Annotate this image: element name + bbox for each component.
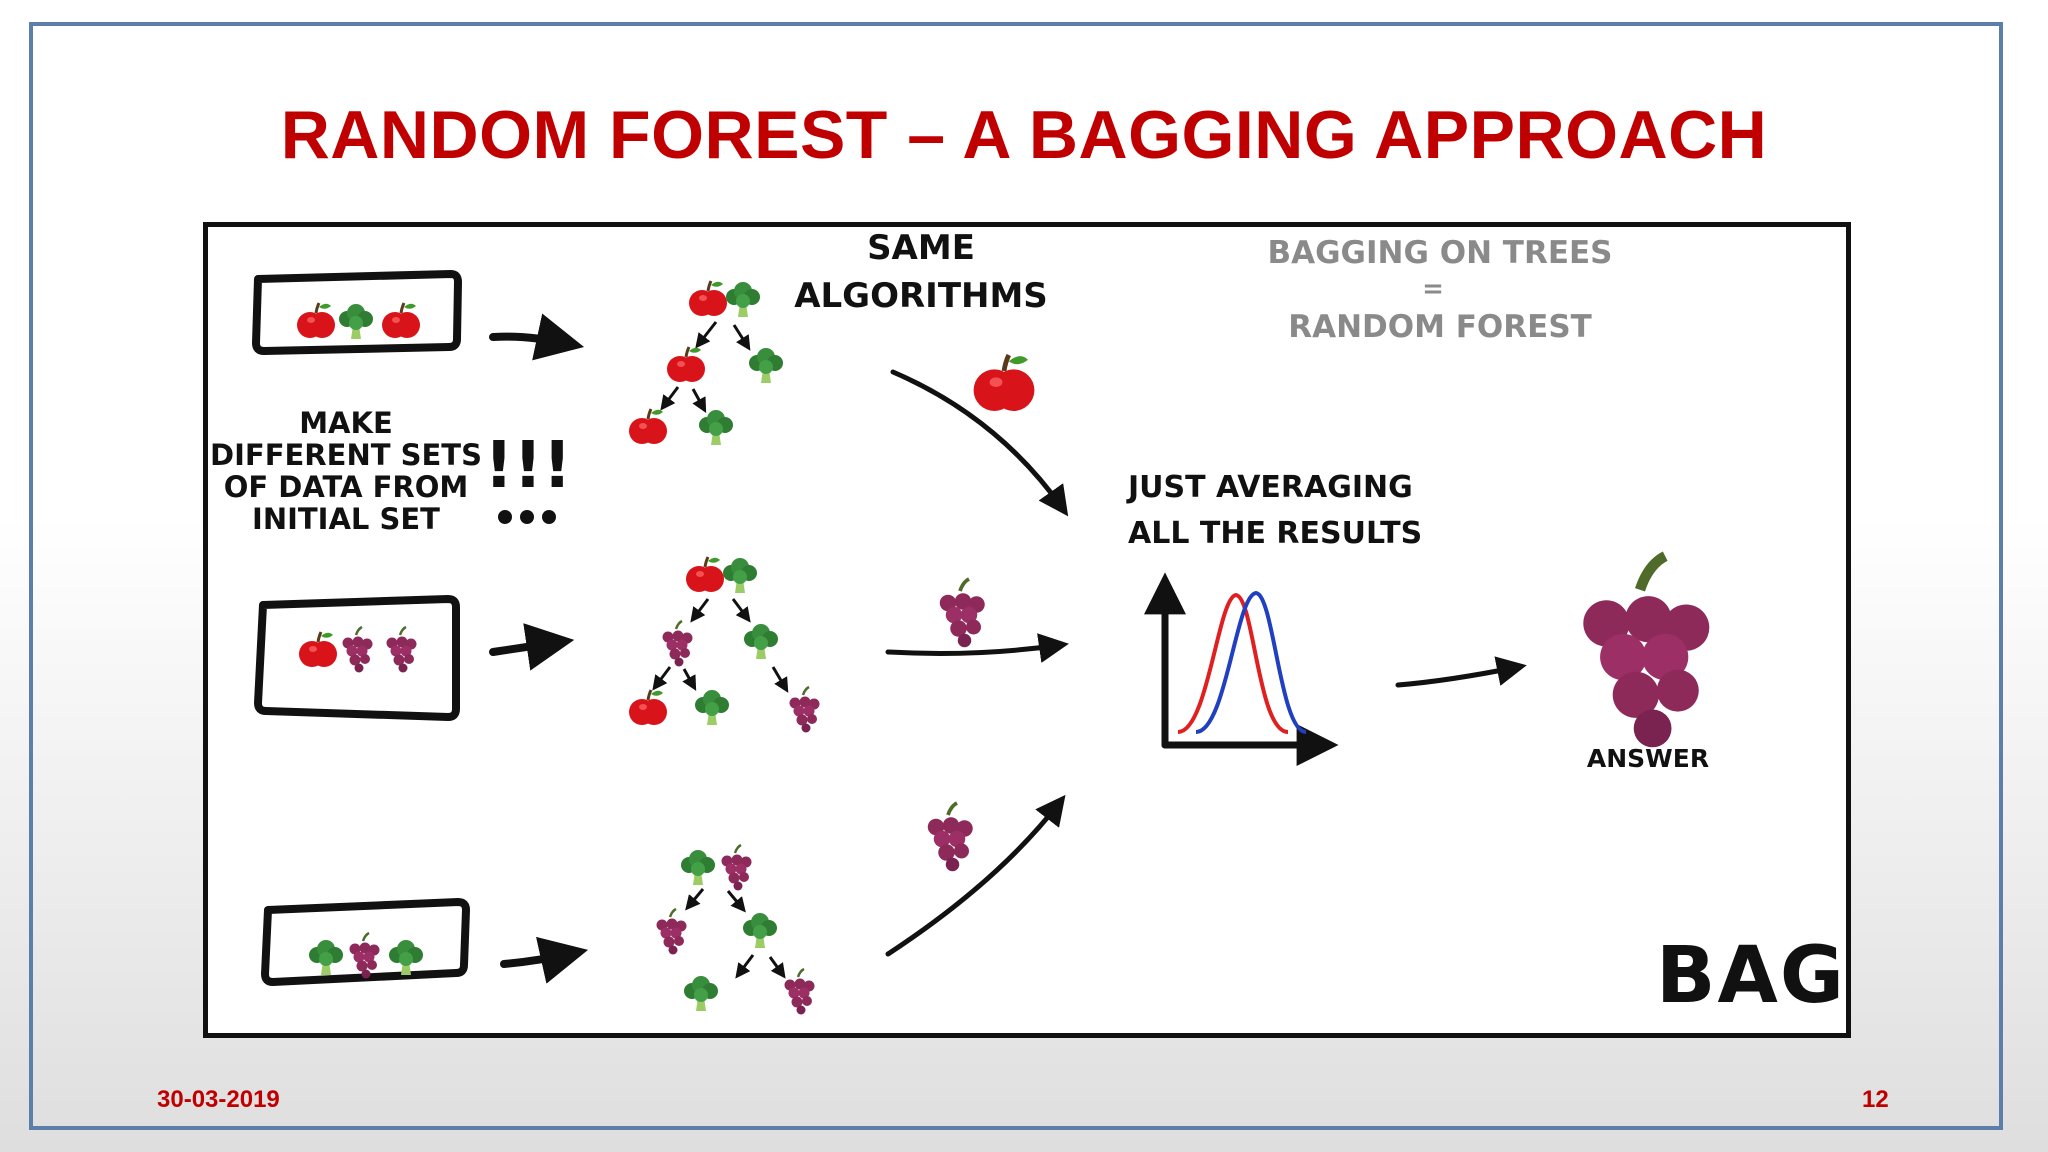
arrow-to-answer: [1395, 656, 1527, 688]
make-sets-line-2: DIFFERENT SETS: [210, 438, 482, 472]
blue-curve: [1195, 590, 1307, 734]
broccoli-icon: [695, 690, 729, 725]
grapes-icon: [937, 577, 987, 650]
same-algorithms-line-2: ALGORITHMS: [794, 276, 1048, 316]
slide-date: 30-03-2019: [157, 1086, 280, 1113]
grapes-icon: [783, 967, 816, 1016]
broccoli-icon: [389, 940, 423, 975]
dataset-box-3: [261, 898, 470, 986]
arrow-to-tree-2: [489, 623, 575, 671]
grapes-icon: [1583, 556, 1709, 747]
arrow-to-average-1: [890, 369, 1069, 517]
broccoli-icon: [726, 282, 760, 317]
arrow-to-average-3: [885, 794, 1066, 957]
apple-icon: [684, 555, 726, 594]
grapes-icon: [655, 907, 688, 956]
grapes-icon: [720, 843, 753, 892]
apple-icon: [665, 345, 707, 384]
make-sets-line-1: MAKE: [299, 406, 393, 440]
averaging-plot: [1144, 572, 1339, 766]
averaging-line-1: JUST AVERAGING: [1126, 470, 1413, 505]
dataset-box-2: [254, 595, 460, 721]
same-algorithms-line-1: SAME: [867, 228, 975, 268]
apple-icon: [627, 407, 669, 446]
make-sets-line-4: INITIAL SET: [252, 502, 440, 536]
apple-icon: [974, 355, 1035, 411]
dataset-box-1: [252, 270, 462, 355]
broccoli-icon: [339, 304, 373, 339]
grapes-icon: [341, 625, 374, 674]
broccoli-icon: [699, 410, 733, 445]
broccoli-icon: [743, 913, 777, 948]
apple-icon: [380, 301, 422, 340]
broccoli-icon: [684, 976, 718, 1011]
grapes-icon: [661, 619, 694, 668]
decision-tree-1: [627, 279, 783, 446]
arrow-to-average-2: [885, 633, 1069, 663]
broccoli-icon: [723, 558, 757, 593]
answer-label: ANSWER: [1587, 744, 1709, 773]
broccoli-icon: [744, 624, 778, 659]
apple-icon: [687, 279, 729, 318]
decision-tree-3: [655, 843, 816, 1016]
grapes-icon: [385, 625, 418, 674]
random-forest-label: RANDOM FOREST: [1288, 309, 1592, 345]
arrow-to-tree-3: [500, 936, 589, 984]
slide-number: 12: [1862, 1086, 1889, 1113]
red-curve: [1177, 592, 1289, 734]
slide-title: RANDOM FOREST – A BAGGING APPROACH: [280, 97, 1768, 173]
bagging-on-trees-line-1: BAGGING ON TREES: [1267, 235, 1612, 271]
broccoli-icon: [749, 348, 783, 383]
decision-tree-2: [627, 555, 821, 734]
apple-icon: [297, 630, 339, 669]
averaging-line-2: ALL THE RESULTS: [1128, 516, 1422, 551]
make-sets-line-3: OF DATA FROM: [224, 470, 469, 504]
apple-icon: [295, 301, 337, 340]
bagging-label: BAGGING: [1656, 931, 1846, 1021]
grapes-icon: [925, 801, 975, 874]
broccoli-icon: [681, 850, 715, 885]
diagram-canvas: SAME ALGORITHMS BAGGING ON TREES = RANDO…: [210, 228, 1846, 1021]
grapes-icon: [788, 685, 821, 734]
equals-sign: =: [1422, 274, 1444, 304]
exclamation-marks: !!!: [484, 429, 572, 503]
bagging-diagram: SAME ALGORITHMS BAGGING ON TREES = RANDO…: [203, 222, 1851, 1038]
apple-icon: [627, 688, 669, 727]
arrow-to-tree-1: [489, 313, 585, 361]
slide-frame: [29, 22, 2003, 1130]
broccoli-icon: [309, 940, 343, 975]
grapes-icon: [348, 931, 381, 980]
